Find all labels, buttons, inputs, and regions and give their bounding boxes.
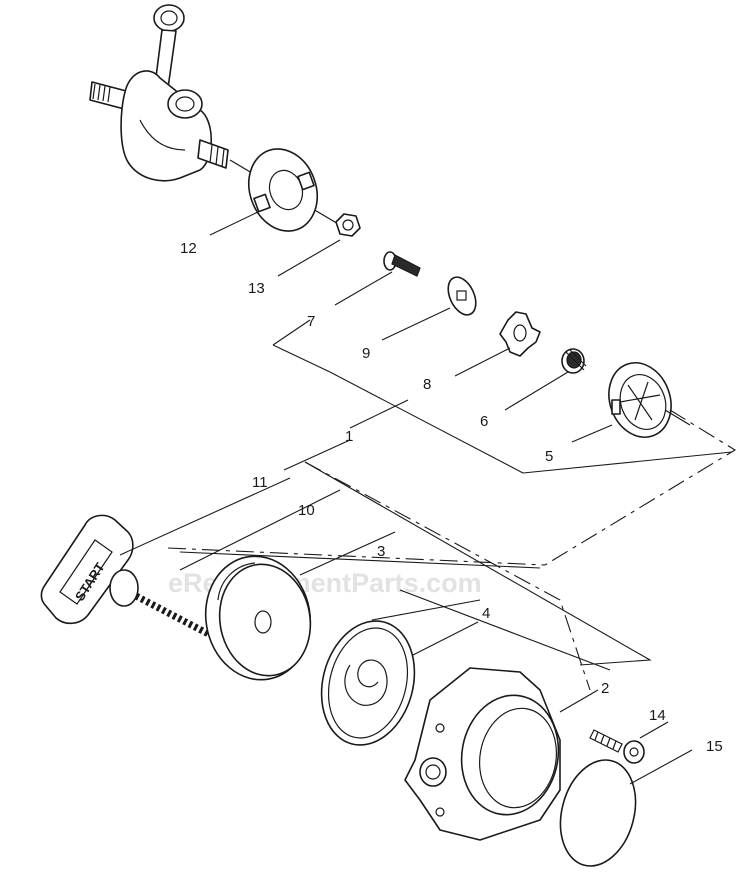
rope-pulley [204, 555, 312, 681]
callout-15: 15 [706, 738, 723, 755]
callout-6: 6 [480, 413, 488, 430]
crankshaft [89, 4, 229, 182]
callout-labels: 1 2 3 4 5 6 7 8 9 10 11 12 13 14 15 [180, 240, 723, 755]
callout-13: 13 [248, 280, 265, 297]
leader-lines [119, 211, 733, 785]
label-disc [559, 759, 637, 867]
callout-1: 1 [345, 428, 353, 445]
callout-2: 2 [601, 680, 609, 697]
callout-4: 4 [482, 605, 490, 622]
starter-housing [404, 667, 561, 841]
hex-nut [335, 213, 361, 237]
housing-screw [589, 729, 645, 764]
callout-7: 7 [307, 313, 315, 330]
callout-10: 10 [298, 502, 315, 519]
callout-5: 5 [545, 448, 553, 465]
spring-clip [499, 311, 541, 357]
callout-8: 8 [423, 376, 431, 393]
pulley-cup [608, 362, 672, 438]
callout-14: 14 [649, 707, 666, 724]
starter-handle: START [40, 514, 139, 625]
dashed-centerlines [167, 409, 737, 691]
callout-3: 3 [377, 543, 385, 560]
washer [447, 276, 477, 316]
callout-12: 12 [180, 240, 197, 257]
recoil-spring [320, 620, 416, 746]
callout-11: 11 [252, 474, 268, 491]
starter-rope [134, 592, 222, 644]
pawl-plate [248, 148, 318, 232]
pulley-axis-line [664, 409, 691, 426]
screw [383, 251, 421, 277]
callout-9: 9 [362, 345, 370, 362]
small-spring [561, 348, 587, 374]
